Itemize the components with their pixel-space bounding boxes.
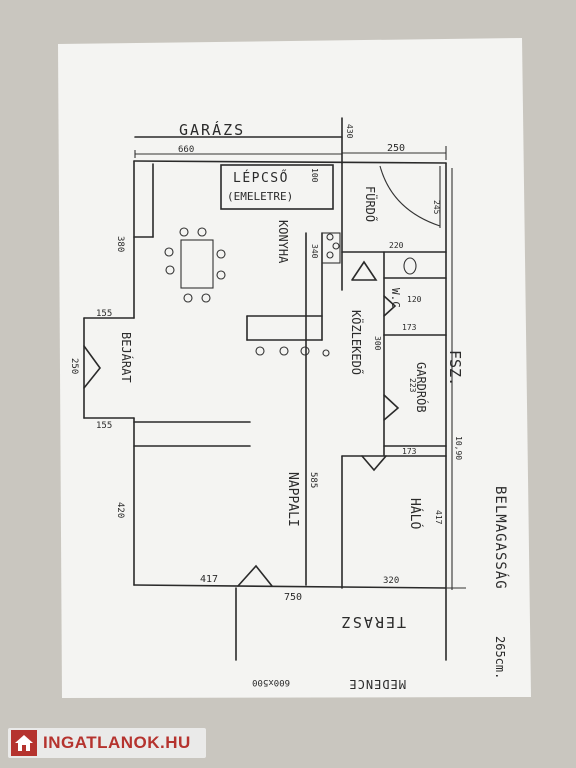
label-lepcso: LÉPCSŐ xyxy=(233,170,289,186)
house-logo-icon xyxy=(11,730,37,756)
label-bejarat: BEJÁRAT xyxy=(119,332,134,383)
label-kozlekedo: KÖZLEKEDŐ xyxy=(349,310,365,375)
dim-585: 585 xyxy=(308,472,318,488)
dim-417-bottom: 417 xyxy=(200,574,218,585)
dim-173-wc: 173 xyxy=(402,323,417,332)
label-medence: MEDENCE xyxy=(348,677,406,691)
dim-245: 245 xyxy=(432,200,441,215)
furniture xyxy=(164,227,417,357)
dim-420: 420 xyxy=(115,502,125,518)
label-garazs: GARÁZS xyxy=(179,120,245,139)
dim-340: 340 xyxy=(310,244,319,259)
dim-250-entry: 250 xyxy=(69,358,79,374)
label-belmagassag-value: 265cm. xyxy=(493,636,507,679)
dim-300: 300 xyxy=(373,336,382,351)
label-emeletre: (EMELETRE) xyxy=(227,190,293,203)
ingatlanok-watermark: INGATLANOK.HU xyxy=(8,728,206,758)
label-halo: HÁLÓ xyxy=(407,498,423,529)
watermark-text: INGATLANOK.HU xyxy=(43,733,191,752)
dim-100: 100 xyxy=(310,168,319,183)
dim-417-halo: 417 xyxy=(434,510,443,525)
paper-sheet xyxy=(58,38,531,698)
label-furdo: FÜRDŐ xyxy=(363,186,379,222)
label-konyha: KONYHA xyxy=(276,220,290,264)
dim-173-gardrob: 173 xyxy=(402,447,417,456)
dim-1090: 10,90 xyxy=(454,436,463,460)
dim-220: 220 xyxy=(389,241,404,250)
dim-120: 120 xyxy=(407,295,422,304)
dim-750: 750 xyxy=(284,592,302,603)
dim-223: 223 xyxy=(408,378,417,393)
dim-250-top: 250 xyxy=(387,143,405,154)
dim-380: 380 xyxy=(115,236,125,252)
label-wc: W.C xyxy=(389,288,402,308)
dim-430: 430 xyxy=(345,124,354,139)
dim-155-top: 155 xyxy=(96,309,112,319)
dim-320: 320 xyxy=(383,576,399,586)
label-belmagassag: BELMAGASSÁG xyxy=(492,486,509,590)
dim-155-bottom: 155 xyxy=(96,421,112,431)
label-fsz: FSZ. xyxy=(446,350,464,386)
dim-660: 660 xyxy=(178,145,194,155)
label-nappali: NAPPALI xyxy=(285,472,300,527)
label-medence-size: 600x500 xyxy=(252,677,290,687)
label-gardrob: GARDRÓB xyxy=(414,362,429,413)
label-terasz: TERASZ xyxy=(340,613,406,631)
walls xyxy=(83,117,466,661)
